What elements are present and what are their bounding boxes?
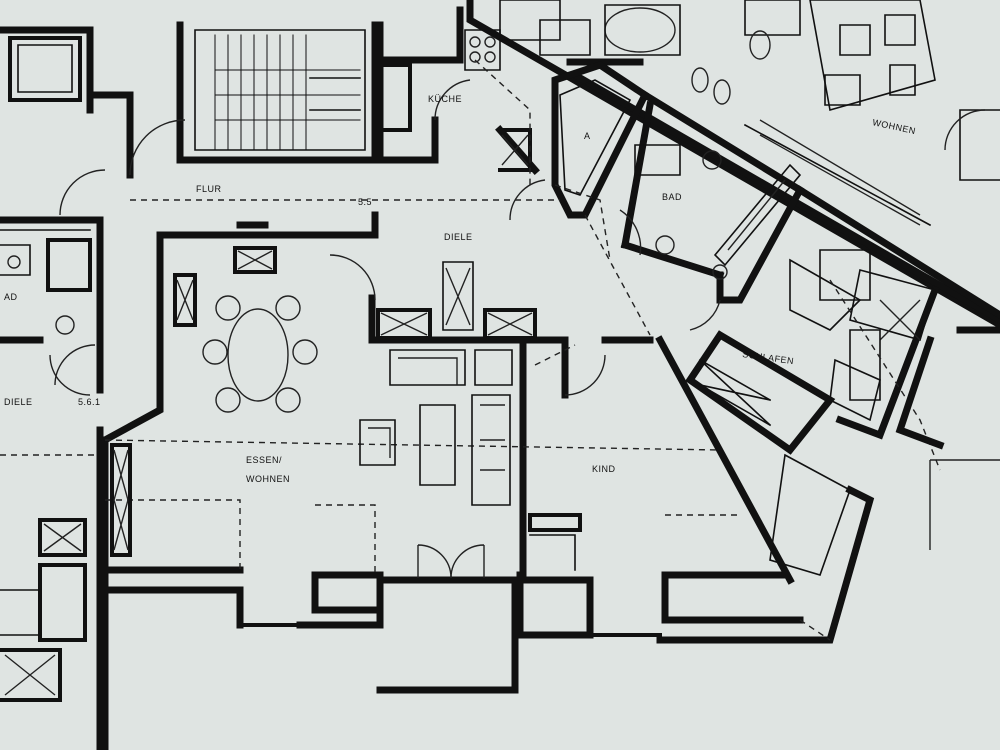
room-label-kind: KIND <box>592 464 616 474</box>
dashed-references <box>104 199 831 641</box>
chair-icon <box>215 387 241 413</box>
room-label-wohnen: WOHNEN <box>246 474 290 484</box>
main-walls <box>100 91 875 750</box>
room-label-diele-left: DIELE <box>4 397 33 407</box>
doors <box>49 119 606 579</box>
right-top-strip <box>466 0 1000 330</box>
area-code-left: 5.6.1 <box>78 397 101 407</box>
room-label-flur: FLUR <box>196 184 222 194</box>
dining-table <box>227 308 289 402</box>
bedroom <box>655 185 1000 585</box>
room-label-kueche: KÜCHE <box>428 94 462 104</box>
chair-icon <box>275 295 301 321</box>
room-label-diele: DIELE <box>444 232 473 242</box>
chair-icon <box>275 387 301 413</box>
toilet-icon <box>655 235 675 255</box>
section-mark-a: A <box>584 131 591 141</box>
sink-icon <box>702 150 722 170</box>
dining-area <box>110 221 318 557</box>
room-label-bad-left: AD <box>4 292 18 302</box>
living-area <box>359 261 582 571</box>
kitchen <box>376 6 540 185</box>
toilet-icon <box>55 315 75 335</box>
stair-treads <box>214 34 361 151</box>
area-code-flur: 5.5 <box>358 197 372 207</box>
left-apartment <box>0 216 104 750</box>
chair-icon <box>202 339 228 365</box>
room-label-essen: ESSEN/ <box>246 455 282 465</box>
chair-icon <box>215 295 241 321</box>
stair-core <box>0 21 379 164</box>
chair-icon <box>292 339 318 365</box>
room-label-bad-right: BAD <box>662 192 682 202</box>
bathroom-right <box>551 61 805 336</box>
